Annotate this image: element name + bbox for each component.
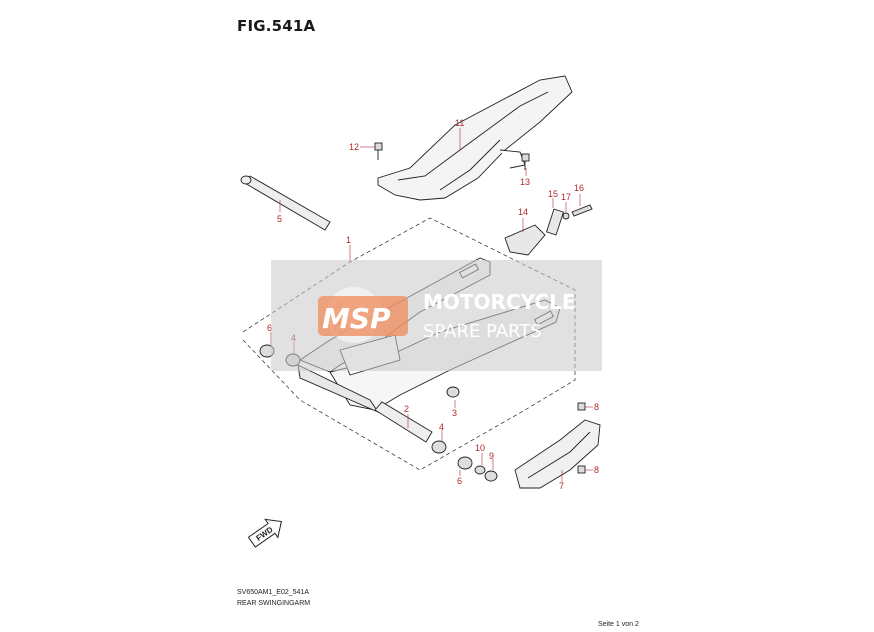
adjuster-plate-15	[545, 208, 565, 236]
callout-16: 16	[574, 183, 584, 193]
pivot-shaft	[240, 175, 331, 231]
chain-guard	[377, 75, 573, 201]
callout-3b: 3	[452, 408, 457, 418]
bushing-6b	[457, 456, 473, 470]
washer-17	[562, 212, 570, 220]
callout-1: 1	[346, 235, 351, 245]
bolt-13	[521, 153, 530, 170]
bolt-16	[571, 204, 593, 217]
callout-5: 5	[277, 214, 282, 224]
callout-8a: 8	[594, 402, 599, 412]
msp-logo-badge	[318, 296, 408, 336]
chain-adjuster-14	[504, 224, 546, 256]
callout-11: 11	[455, 118, 464, 128]
bolt-8b	[577, 465, 586, 474]
washer-10	[474, 465, 486, 475]
watermark-line2: SPARE PARTS	[423, 321, 542, 342]
spacer-tube-2	[374, 401, 433, 443]
bushing-4b	[431, 440, 447, 454]
bolt-8a	[577, 402, 586, 411]
callout-4b: 4	[439, 422, 444, 432]
callout-15: 15	[548, 189, 558, 199]
callout-7: 7	[559, 481, 564, 491]
bolt-12	[374, 142, 383, 160]
callout-9: 9	[489, 451, 494, 461]
chain-slider	[514, 419, 601, 489]
watermark-line1: MOTORCYCLE	[423, 290, 575, 314]
callout-14: 14	[518, 207, 528, 217]
bushing-9	[484, 470, 498, 482]
callout-6b: 6	[457, 476, 462, 486]
callout-8b: 8	[594, 465, 599, 475]
callout-10: 10	[475, 443, 485, 453]
callout-2: 2	[404, 404, 409, 414]
callout-17: 17	[561, 192, 571, 202]
callout-6a: 6	[267, 323, 272, 333]
callout-12: 12	[349, 142, 359, 152]
assembly-frame	[242, 217, 576, 471]
footer-figure-code: SV650AM1_E02_541A	[237, 589, 309, 596]
footer-figure-name: REAR SWINGINGARM	[237, 600, 311, 607]
callout-labels: 1 2 3 3 4 4 5 6 6 7 8 8 9 10 11 12 13 14…	[267, 118, 599, 491]
bushing-3b	[446, 386, 460, 398]
fwd-arrow: FWD	[247, 518, 282, 548]
figure-title: FIG.541A	[237, 17, 316, 35]
callout-13: 13	[520, 177, 530, 187]
watermark: MSP MOTORCYCLE SPARE PARTS	[271, 260, 602, 371]
page-indicator: Seite 1 von 2	[598, 621, 639, 628]
watermark-logo: MSP	[322, 302, 391, 335]
